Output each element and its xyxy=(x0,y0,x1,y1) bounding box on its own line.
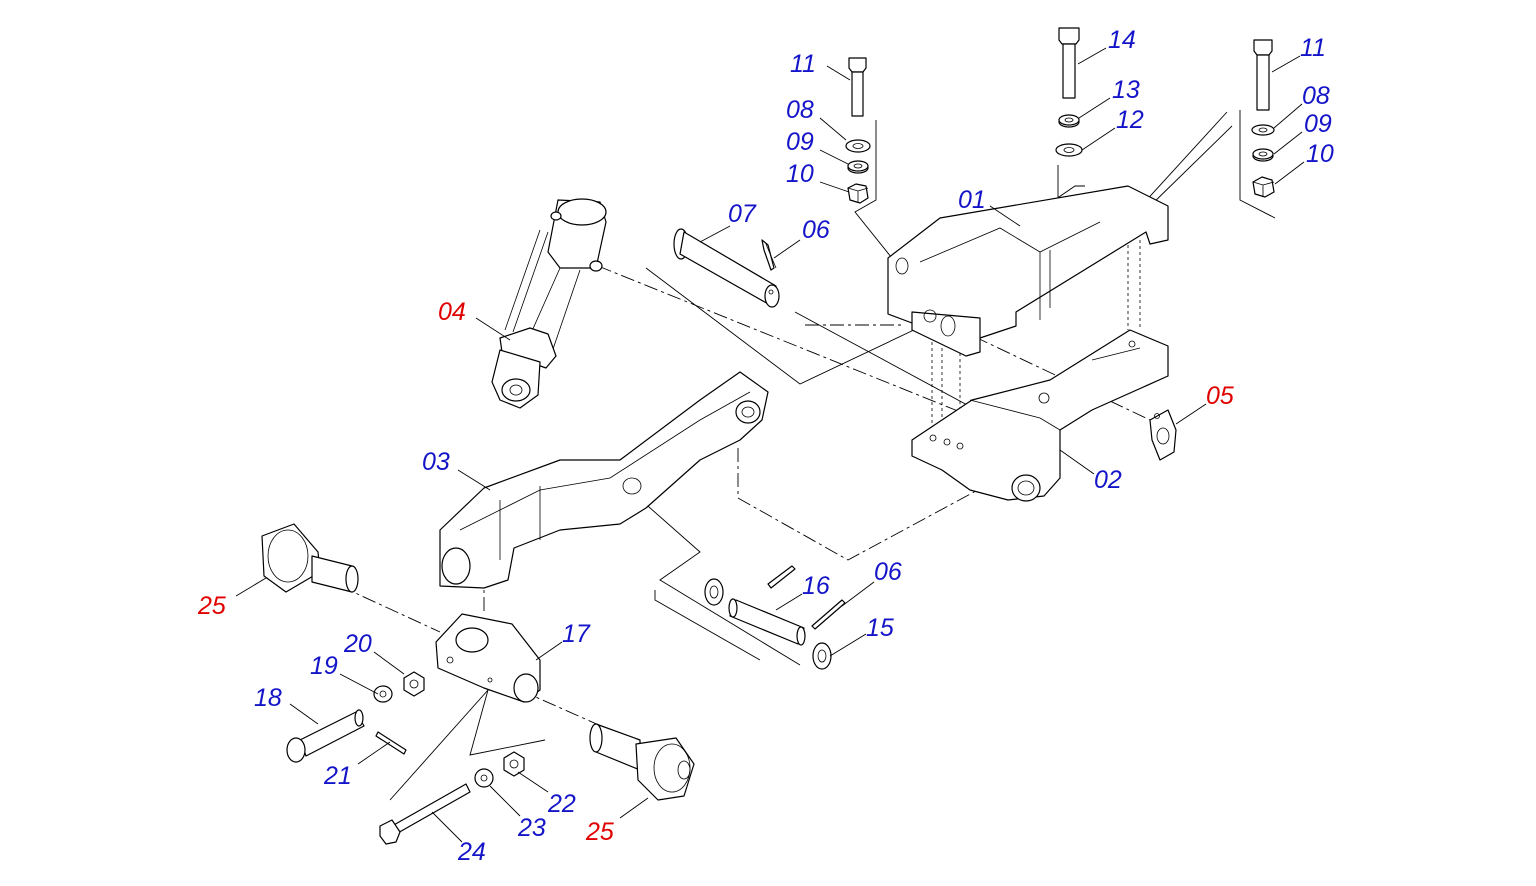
bolt-11-left[interactable] xyxy=(848,57,867,117)
callout-02: 02 xyxy=(1094,466,1122,494)
washer-15-left[interactable] xyxy=(704,578,724,606)
bracket-05[interactable] xyxy=(1149,409,1177,461)
bolt-24[interactable] xyxy=(379,783,471,845)
nut-10-right[interactable] xyxy=(1252,176,1275,198)
callout-09-left: 09 xyxy=(786,128,814,156)
callout-11-left: 11 xyxy=(790,50,816,78)
bolt-11-right[interactable] xyxy=(1253,39,1273,111)
callout-14: 14 xyxy=(1108,26,1136,54)
callout-09-right: 09 xyxy=(1304,110,1332,138)
washer-12[interactable] xyxy=(1055,143,1083,157)
callout-13: 13 xyxy=(1112,76,1140,104)
callout-04: 04 xyxy=(438,298,466,326)
callout-10-left: 10 xyxy=(786,160,814,188)
nut-10-left[interactable] xyxy=(847,183,869,204)
cotter-pin-21[interactable] xyxy=(375,731,407,755)
cotter-pin-06-top[interactable] xyxy=(761,239,777,271)
callout-leaders xyxy=(235,47,1305,843)
callout-17: 17 xyxy=(562,620,591,648)
callout-10-right: 10 xyxy=(1306,140,1334,168)
hub-25-left[interactable] xyxy=(261,523,359,593)
washer-08-right[interactable] xyxy=(1251,124,1275,136)
swing-arm-03[interactable] xyxy=(439,371,769,589)
callout-15: 15 xyxy=(866,614,894,642)
callout-11-right: 11 xyxy=(1300,34,1326,62)
hub-25-right[interactable] xyxy=(589,723,695,801)
callout-05: 05 xyxy=(1206,382,1234,410)
callout-19: 19 xyxy=(310,652,338,680)
washer-08-left[interactable] xyxy=(845,139,871,153)
upper-frame-01[interactable] xyxy=(887,185,1169,357)
callout-20: 20 xyxy=(343,630,372,658)
bolt-14[interactable] xyxy=(1058,27,1080,99)
callout-25-left: 25 xyxy=(197,592,226,620)
callout-21: 21 xyxy=(323,762,352,790)
callout-08-left: 08 xyxy=(786,96,814,124)
pin-07[interactable] xyxy=(673,228,780,308)
lock-washer-09-left[interactable] xyxy=(847,160,869,174)
callout-22: 22 xyxy=(547,790,576,818)
washer-15-right[interactable] xyxy=(812,642,832,670)
callout-18: 18 xyxy=(254,684,282,712)
callout-03: 03 xyxy=(422,448,450,476)
callout-16: 16 xyxy=(802,572,830,600)
lock-washer-13[interactable] xyxy=(1058,114,1080,128)
lock-washer-09-right[interactable] xyxy=(1252,148,1274,162)
hydraulic-cylinder-04[interactable] xyxy=(491,198,607,409)
nut-22[interactable] xyxy=(503,751,525,777)
nut-20[interactable] xyxy=(403,671,425,697)
callout-labels: 11 08 09 10 14 13 12 11 08 09 10 07 06 0… xyxy=(197,26,1334,866)
washer-19[interactable] xyxy=(373,685,393,703)
callout-06-top: 06 xyxy=(802,216,830,244)
callout-23: 23 xyxy=(517,814,546,842)
pin-16[interactable] xyxy=(728,598,806,646)
washer-23[interactable] xyxy=(474,768,494,788)
callout-01: 01 xyxy=(958,186,986,214)
callout-06-lower: 06 xyxy=(874,558,902,586)
callout-25-right: 25 xyxy=(585,818,614,846)
callout-07: 07 xyxy=(728,200,757,228)
cotter-pin-06-lower[interactable] xyxy=(767,565,846,630)
knuckle-17[interactable] xyxy=(435,613,541,703)
callout-12: 12 xyxy=(1116,106,1144,134)
pin-18[interactable] xyxy=(286,709,365,763)
callout-24: 24 xyxy=(457,838,486,866)
lower-frame-02[interactable] xyxy=(911,329,1169,502)
callout-08-right: 08 xyxy=(1302,82,1330,110)
